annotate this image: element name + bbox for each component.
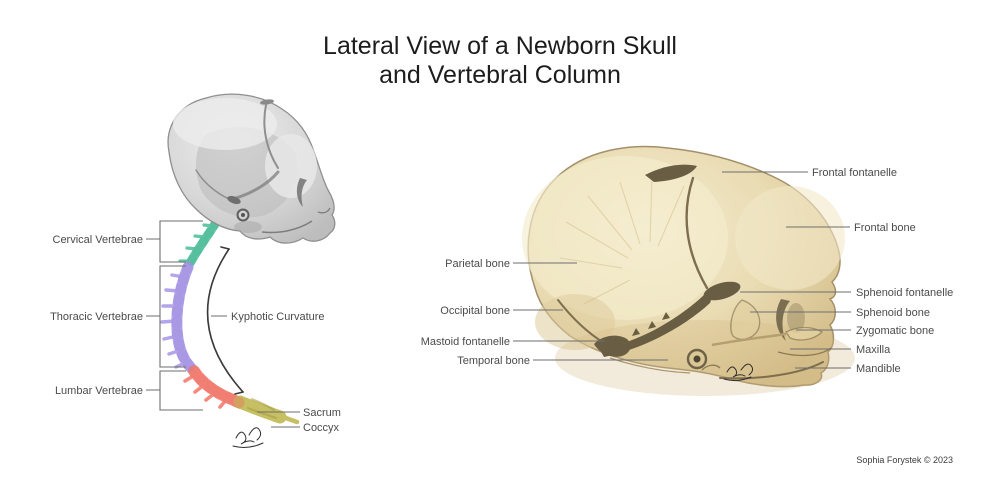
kyphotic-label: Kyphotic Curvature: [231, 311, 325, 323]
orbit-shadow: [776, 299, 790, 341]
artist-signature-right: [723, 363, 754, 382]
zygomatic-label: Zygomatic bone: [856, 325, 934, 337]
sphenoid-fontanelle-shape: [703, 281, 741, 301]
thoracic-separators: [171, 261, 200, 377]
orbit-inner-shade: [787, 303, 805, 333]
gray-orbit-shadow: [296, 178, 307, 207]
gray-skull: [167, 93, 336, 244]
coronal-suture: [685, 176, 709, 290]
mandible-label: Mandible: [856, 363, 901, 375]
page-title: Lateral View of a Newborn Skull and Vert…: [323, 32, 677, 89]
gray-ear-canal-inner: [241, 213, 245, 217]
copyright: Sophia Forystek © 2023: [856, 455, 953, 465]
frontal-highlight: [735, 186, 845, 290]
kyphotic-arc-top-tick: [220, 246, 230, 250]
skull-diagram: Parietal bone Occipital bone Mastoid fon…: [421, 145, 953, 396]
gray-jaw-line: [261, 220, 313, 234]
gray-neck-shadow: [234, 221, 262, 233]
ear-canal-inner: [693, 355, 701, 363]
spine-labels: Cervical Vertebrae Thoracic Vertebrae Lu…: [50, 234, 341, 434]
gray-coronal-suture: [263, 104, 279, 169]
sacrum-label: Sacrum: [303, 407, 341, 419]
mastoid-label: Mastoid fontanelle: [421, 336, 510, 348]
frontal-bone-label: Frontal bone: [854, 222, 916, 234]
temporal-label: Temporal bone: [457, 355, 530, 367]
kyphotic-arc: [206, 248, 244, 393]
sacrum-texture: [247, 398, 277, 419]
gray-temporal-band: [234, 170, 280, 200]
sphenoid-fontanelle-label: Sphenoid fontanelle: [856, 287, 953, 299]
cervical-label: Cervical Vertebrae: [53, 234, 144, 246]
skull-labels-left: Parietal bone Occipital bone Mastoid fon…: [421, 258, 668, 367]
lumbar-label: Lumbar Vertebrae: [55, 385, 143, 397]
kyphotic-arc-bottom-tick: [234, 391, 244, 395]
temporal-bottom-edge: [609, 357, 691, 374]
condyle-curve: [701, 364, 721, 371]
parietal-highlight: [522, 156, 728, 320]
maxilla-line: [777, 347, 832, 357]
spine-diagram: Cervical Vertebrae Thoracic Vertebrae Lu…: [50, 93, 341, 448]
parietal-label: Parietal bone: [445, 258, 510, 270]
occipital-label: Occipital bone: [440, 305, 510, 317]
skull-labels-right: Frontal fontanelle Frontal bone Sphenoid…: [722, 167, 953, 375]
gray-dome-highlight: [173, 98, 277, 150]
zygomatic-arch-line: [711, 332, 787, 347]
lumbar-separators: [188, 365, 246, 409]
gray-maxilla-notch: [317, 207, 331, 214]
cervical-bracket: [159, 220, 203, 263]
zygomatic-bone-shape: [785, 326, 824, 341]
frontal-fontanelle-label: Frontal fontanelle: [812, 167, 897, 179]
mandible-line: [719, 361, 824, 380]
gray-frontal-fontanelle-mark: [260, 99, 274, 105]
temporal-dark-band: [594, 281, 741, 357]
kyphotic-curve: [206, 246, 244, 395]
thoracic-label: Thoracic Vertebrae: [50, 311, 143, 323]
parietal-streaks: [559, 175, 685, 305]
gray-frontal-highlight: [265, 134, 317, 198]
maxilla-label: Maxilla: [856, 344, 891, 356]
gray-mastoid-mark: [227, 195, 241, 205]
title-line-1: Lateral View of a Newborn Skull: [323, 32, 677, 60]
title-line-2: and Vertebral Column: [379, 61, 621, 89]
coccyx-label: Coccyx: [303, 422, 340, 434]
frontal-fontanelle-shape: [645, 164, 697, 182]
sphenoid-bone-label: Sphenoid bone: [856, 307, 930, 319]
artist-signature-left: [232, 427, 264, 448]
thoracic-segment: [171, 261, 200, 377]
coccyx-segment: [274, 411, 300, 425]
